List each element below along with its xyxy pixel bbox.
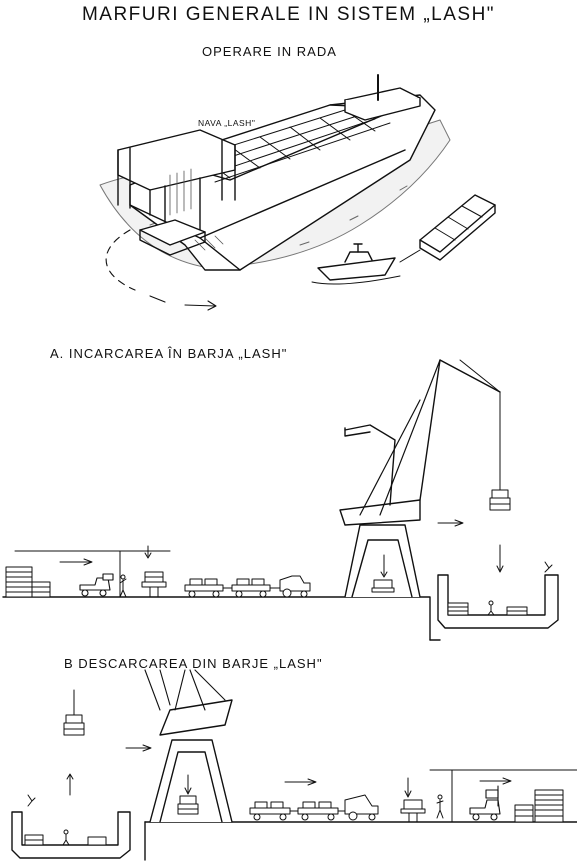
section-b-scene xyxy=(12,670,577,860)
trailer-train-a xyxy=(185,576,310,597)
diagram-subtitle: OPERARE IN RADA xyxy=(202,44,337,59)
lash-ship xyxy=(118,75,435,270)
cargo-pallet xyxy=(142,572,166,597)
section-b-label: B DESCARCAREA DIN BARJE „LASH" xyxy=(64,656,323,671)
section-a-label: A. INCARCAREA ÎN BARJA „LASH" xyxy=(50,346,288,361)
cargo-stack-left xyxy=(6,567,50,597)
lash-barge-b xyxy=(12,795,130,858)
portal-crane-b xyxy=(145,670,232,822)
towed-barges xyxy=(400,195,495,262)
pallet-worker-b xyxy=(401,795,443,822)
tug-boat xyxy=(312,244,400,284)
cargo-stack-right xyxy=(515,790,563,822)
maneuver-arrow xyxy=(106,230,216,310)
forklift-b xyxy=(470,786,500,820)
forklift-a xyxy=(80,574,113,596)
lash-barge-a xyxy=(438,562,558,628)
diagram-title: MARFURI GENERALE IN SISTEM „LASH" xyxy=(81,4,496,25)
trailer-train-b xyxy=(250,778,411,820)
section-a-scene xyxy=(3,360,558,640)
ship-label: NAVA „LASH" xyxy=(198,118,256,128)
portal-crane-a xyxy=(340,360,510,597)
